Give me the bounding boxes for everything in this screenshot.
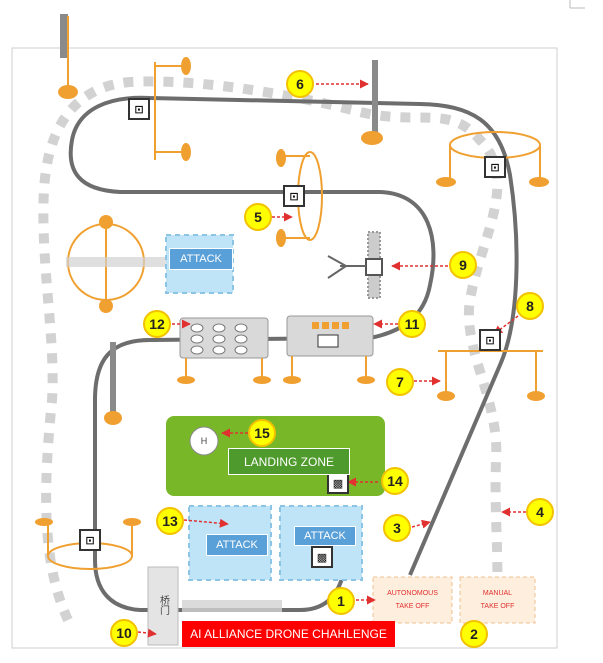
number-badge-12: 12 [143, 310, 171, 338]
number-badge-4: 4 [526, 498, 554, 526]
arena-boundary [11, 47, 558, 649]
event-banner: AI ALLIANCE DRONE CHAHLENGE [182, 621, 395, 647]
manual-takeoff-line1: MANUAL [482, 589, 513, 597]
number-badge-10: 10 [110, 619, 138, 647]
qr-marker-icon: ⊡ [79, 529, 101, 551]
qr-marker-icon: ⊡ [283, 185, 305, 207]
number-badge-8: 8 [516, 292, 544, 320]
manual-route-dashed [38, 76, 503, 623]
manual-takeoff-line2: TAKE OFF [480, 603, 515, 610]
autonomous-track [68, 95, 519, 612]
number-badge-2: 2 [460, 620, 488, 648]
obstacle-module-11 [283, 315, 375, 384]
manual-takeoff-label: MANUAL TAKE OFF [460, 580, 535, 620]
number-badge-3: 3 [383, 514, 411, 542]
obstacle-module-12 [177, 317, 271, 384]
bridge-gate-sign: 桥门 [157, 595, 169, 615]
qr-marker-icon: ▩ [327, 472, 349, 494]
attack-label-right: ATTACK [294, 526, 356, 546]
qr-marker-icon: ⊡ [484, 156, 506, 178]
qr-marker-icon: ▩ [311, 546, 333, 568]
number-badge-15: 15 [248, 419, 276, 447]
flag-pole-icon [110, 342, 116, 412]
number-badge-7: 7 [386, 368, 414, 396]
manual-takeoff-area [459, 576, 536, 624]
autonomous-takeoff-line1: AUTONOMOUS [387, 589, 438, 597]
flag-pole-icon [372, 60, 378, 134]
helipad-label: H [200, 436, 208, 446]
drone-icon [327, 231, 383, 299]
autonomous-takeoff-area [372, 576, 453, 624]
attack-label-13: ATTACK [206, 534, 268, 556]
number-badge-14: 14 [381, 467, 409, 495]
flag-pole-icon [60, 14, 68, 58]
landing-zone-label: LANDING ZONE [228, 448, 350, 475]
qr-marker-icon: ⊡ [479, 329, 501, 351]
qr-marker-icon: ⊡ [128, 98, 150, 120]
obstacle-rack-top [154, 57, 191, 161]
number-badge-13: 13 [156, 507, 184, 535]
number-badge-1: 1 [327, 587, 355, 615]
obstacle-rack-8 [438, 350, 543, 393]
autonomous-takeoff-line2: TAKE OFF [395, 603, 430, 610]
helipad-icon [189, 426, 219, 456]
number-badge-5: 5 [244, 203, 272, 231]
number-badge-6: 6 [286, 70, 314, 98]
number-badge-9: 9 [449, 251, 477, 279]
autonomous-takeoff-label: AUTONOMOUS TAKE OFF [373, 580, 452, 620]
number-badge-11: 11 [398, 310, 426, 338]
attack-label-top: ATTACK [169, 248, 233, 270]
